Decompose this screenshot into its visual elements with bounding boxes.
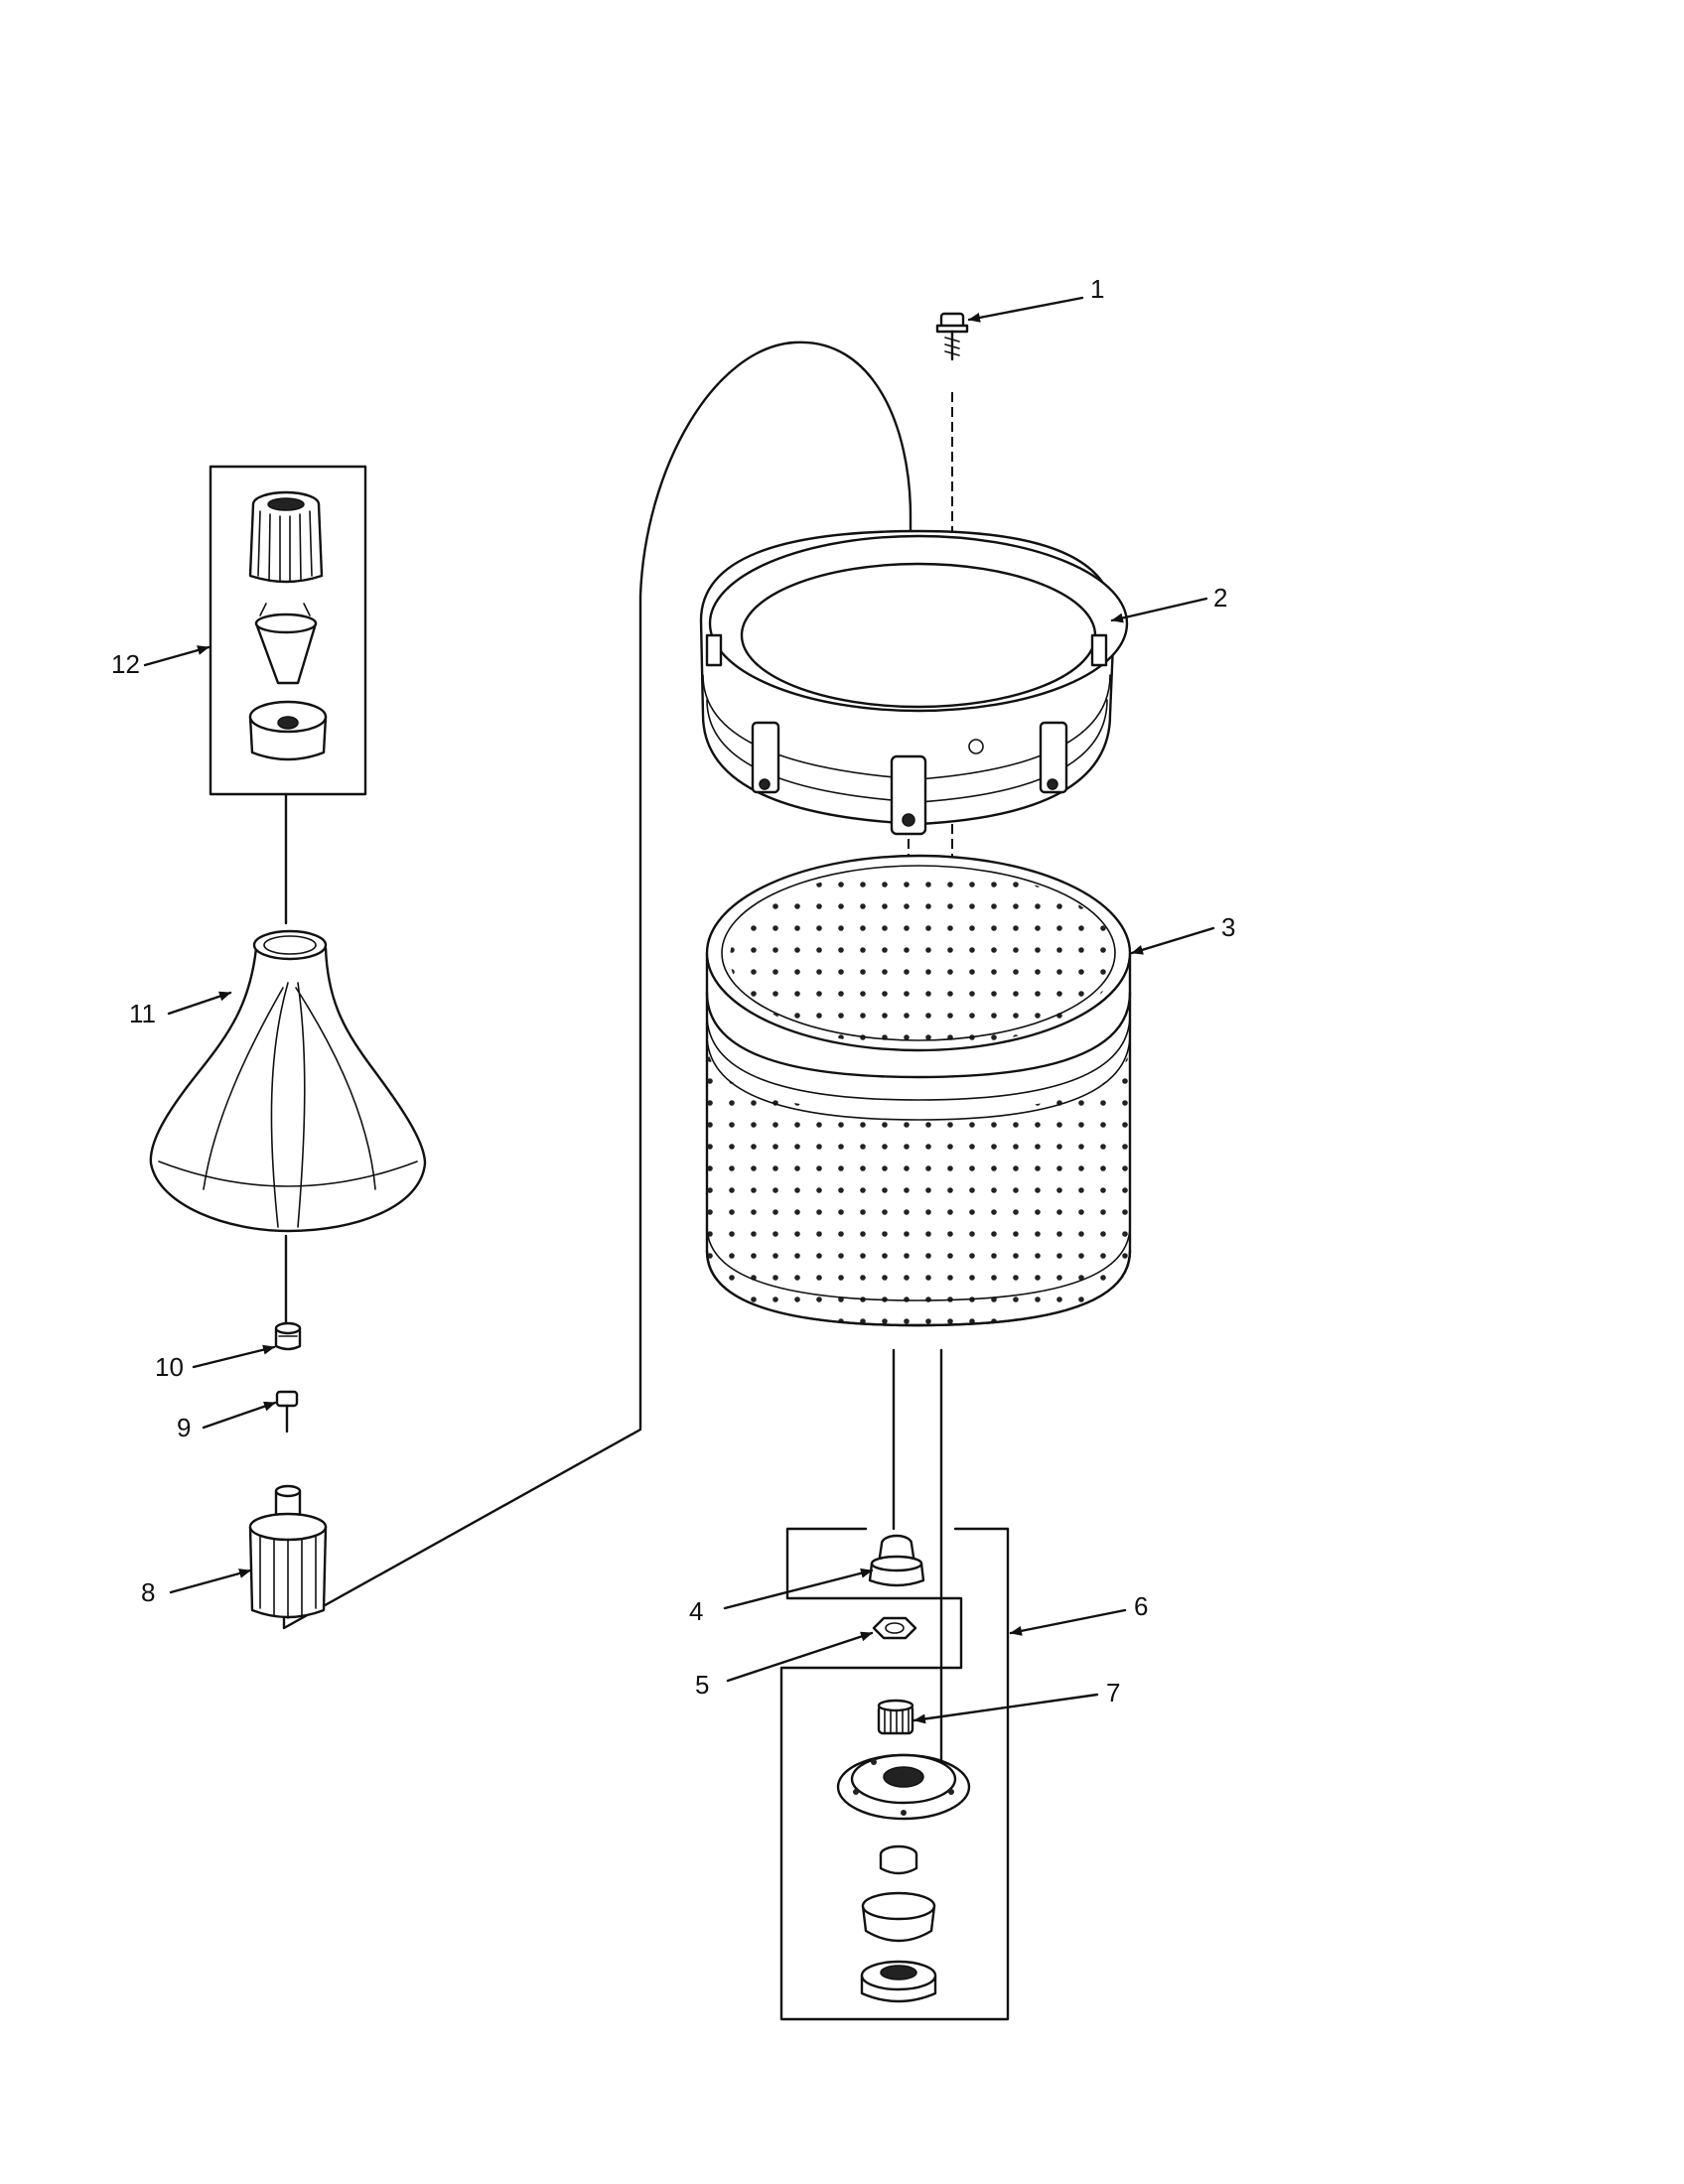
callout-11: 11: [129, 999, 156, 1028]
part-8-drive: [248, 1484, 328, 1619]
leader-6: [1009, 1608, 1127, 1636]
callout-leaders: [143, 296, 1215, 1724]
callout-6: 6: [1134, 1591, 1148, 1621]
leader-5: [726, 1631, 874, 1683]
leader-12: [143, 645, 210, 667]
callout-9: 9: [177, 1413, 191, 1442]
leader-11: [167, 991, 232, 1016]
small-seal: [879, 1844, 918, 1875]
part-12-funnel: [254, 603, 318, 685]
callout-1: 1: [1090, 274, 1104, 304]
callout-labels: 1 2 3 4 5 6 7 8 9 10 11 12: [111, 274, 1235, 1707]
part-12-cap: [248, 490, 324, 584]
leader-4: [723, 1568, 874, 1610]
callout-5: 5: [695, 1670, 709, 1700]
hose-connector-line: [282, 341, 912, 1630]
leader-10: [192, 1344, 276, 1369]
leader-2: [1110, 597, 1208, 623]
leader-9: [202, 1401, 277, 1430]
leader-7: [912, 1693, 1099, 1724]
leader-8: [169, 1569, 252, 1594]
callout-4: 4: [689, 1596, 703, 1626]
part-4-bushing: [868, 1534, 925, 1587]
callout-7: 7: [1106, 1678, 1120, 1707]
callout-2: 2: [1213, 583, 1227, 613]
part-9-bolt: [275, 1390, 299, 1433]
part-7-gear: [877, 1699, 914, 1735]
part-1-screw: [935, 312, 969, 361]
part-6-assembly-bracket: [779, 1527, 1010, 2021]
callout-12: 12: [111, 649, 140, 679]
part-12-assembly-box: [209, 465, 367, 796]
part-11-agitator: [149, 929, 427, 1233]
part-3-basket: [705, 854, 1132, 1327]
callout-3: 3: [1221, 912, 1235, 942]
part-12-base: [248, 700, 328, 761]
bearing: [860, 1960, 937, 2003]
hub-plate: [836, 1753, 971, 1821]
callout-10: 10: [155, 1352, 184, 1382]
leader-3: [1130, 926, 1215, 955]
part-5-nut: [872, 1616, 917, 1640]
leader-1: [967, 296, 1084, 323]
part-2-tub-ring: [699, 529, 1129, 836]
part-10-coupling: [274, 1321, 302, 1351]
cup-seal: [861, 1891, 936, 1943]
callout-8: 8: [141, 1577, 155, 1607]
